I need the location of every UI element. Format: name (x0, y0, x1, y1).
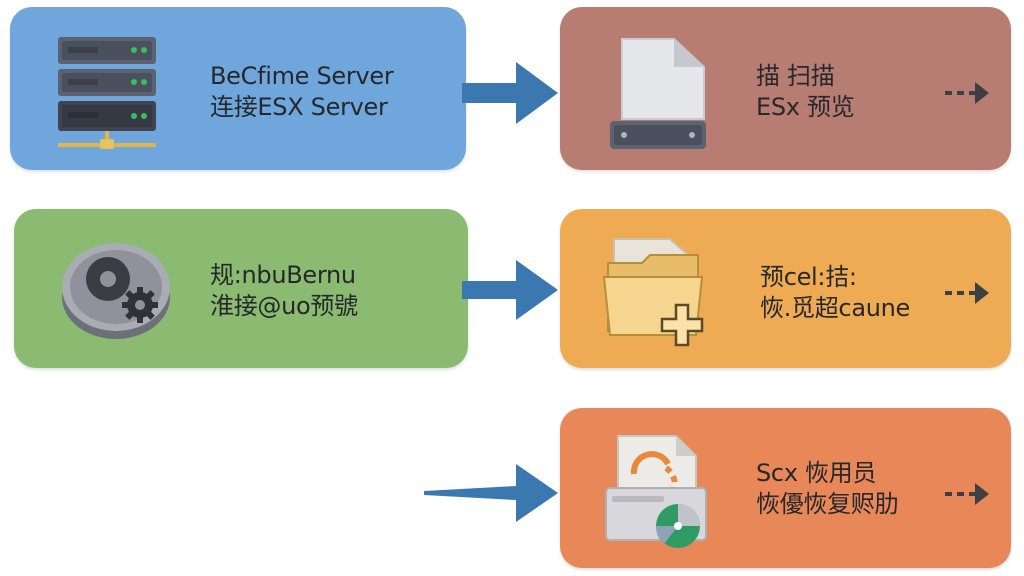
step-label-line2: 恢.觅超caune (760, 294, 911, 322)
step-label-line2: ESx 预览 (756, 93, 855, 121)
step-card-disk-connect[interactable]: 规:nbuBernu 淮接@uo预號 (14, 209, 468, 368)
folder-plus-icon (602, 233, 712, 355)
flow-arrow-2 (458, 257, 562, 327)
more-arrow-icon[interactable] (943, 279, 993, 311)
step-label-scan-preview: 描 扫描 ESx 预览 (756, 61, 855, 123)
step-label-connect-server: BeCfime Server 连接ESX Server (210, 61, 394, 123)
step-label-line2: 淮接@uo预號 (210, 292, 358, 320)
step-label-line2: 连接ESX Server (210, 93, 388, 121)
more-arrow-icon[interactable] (943, 480, 993, 512)
step-label-select-folder: 预cel:拮: 恢.觅超caune (760, 262, 910, 324)
more-arrow-icon[interactable] (943, 79, 993, 111)
step-card-scan-preview[interactable]: 描 扫描 ESx 预览 (560, 7, 1011, 170)
hard-disk-icon (608, 37, 708, 156)
server-rack-icon (56, 37, 160, 161)
flow-arrow-3 (420, 460, 562, 530)
step-label-restore: Scx 恢用员 恢優恢复赆肋 (756, 458, 899, 520)
step-card-select-folder[interactable]: 预cel:拮: 恢.觅超caune (560, 209, 1011, 368)
backup-restore-icon (604, 434, 708, 554)
step-label-line1: BeCfime Server (210, 62, 394, 90)
step-label-disk-connect: 规:nbuBernu 淮接@uo预號 (210, 260, 358, 322)
step-label-line1: 规:nbuBernu (210, 261, 356, 289)
step-card-connect-server[interactable]: BeCfime Server 连接ESX Server (10, 7, 466, 170)
disk-drive-icon (58, 231, 174, 351)
step-card-restore[interactable]: Scx 恢用员 恢優恢复赆肋 (560, 408, 1011, 568)
flow-arrow-1 (458, 60, 562, 130)
step-label-line1: 描 扫描 (756, 62, 835, 90)
step-label-line1: 预cel:拮: (760, 263, 857, 291)
step-label-line1: Scx 恢用员 (756, 459, 877, 487)
step-label-line2: 恢優恢复赆肋 (756, 490, 899, 518)
